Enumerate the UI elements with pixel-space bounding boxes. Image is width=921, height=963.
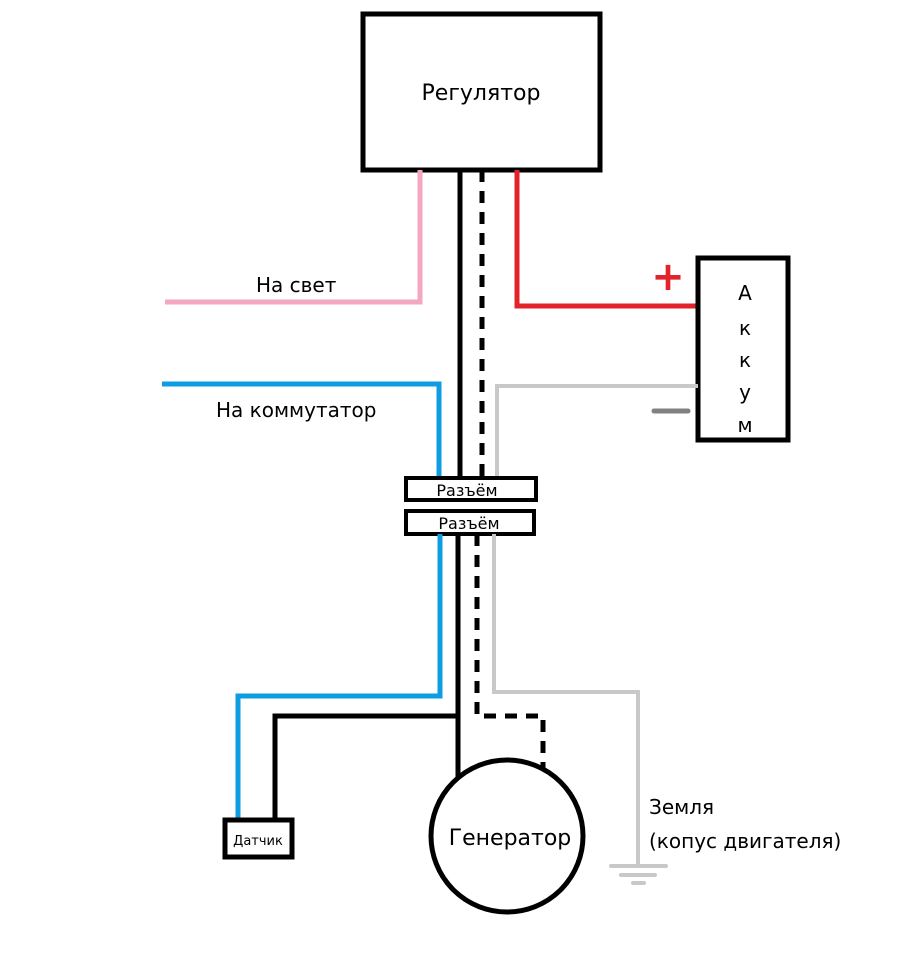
ground-label-line1: Земля: [649, 795, 714, 819]
light-wire: [165, 170, 423, 305]
commutator-wire-lower: [235, 534, 443, 820]
connector-bottom-label: Разъём: [438, 514, 499, 533]
dashed-wire-lower: [474, 534, 546, 770]
connector-top: [404, 476, 538, 502]
svg-text:к: к: [739, 316, 751, 340]
regulator-label: Регулятор: [422, 81, 541, 106]
to-commutator-label: На коммутатор: [216, 398, 376, 422]
ground-symbol-icon: [609, 864, 668, 885]
ground-wire-lower: [492, 534, 640, 866]
ground-wire-upper: [495, 384, 698, 478]
svg-text:м: м: [737, 413, 752, 437]
sensor-label: Датчик: [233, 834, 283, 849]
connector-top-label: Разъём: [436, 481, 497, 500]
connector-bottom: [404, 509, 536, 536]
svg-text:А: А: [738, 281, 752, 305]
generator-label: Генератор: [449, 826, 572, 851]
battery-label: А к к у м: [737, 281, 752, 437]
regulator-box: [360, 11, 603, 173]
sensor-black-wire: [272, 713, 458, 820]
battery-plus-wire: [514, 170, 698, 309]
ground-label-line2: (копус двигателя): [649, 829, 841, 853]
sensor-box: [222, 817, 295, 860]
battery-box: [695, 255, 791, 443]
svg-text:к: к: [739, 348, 751, 372]
commutator-wire-upper: [162, 381, 442, 478]
svg-text:у: у: [739, 380, 751, 404]
to-light-label: На свет: [256, 273, 337, 297]
plus-sign: +: [651, 254, 685, 300]
generator-circle: [428, 757, 586, 915]
